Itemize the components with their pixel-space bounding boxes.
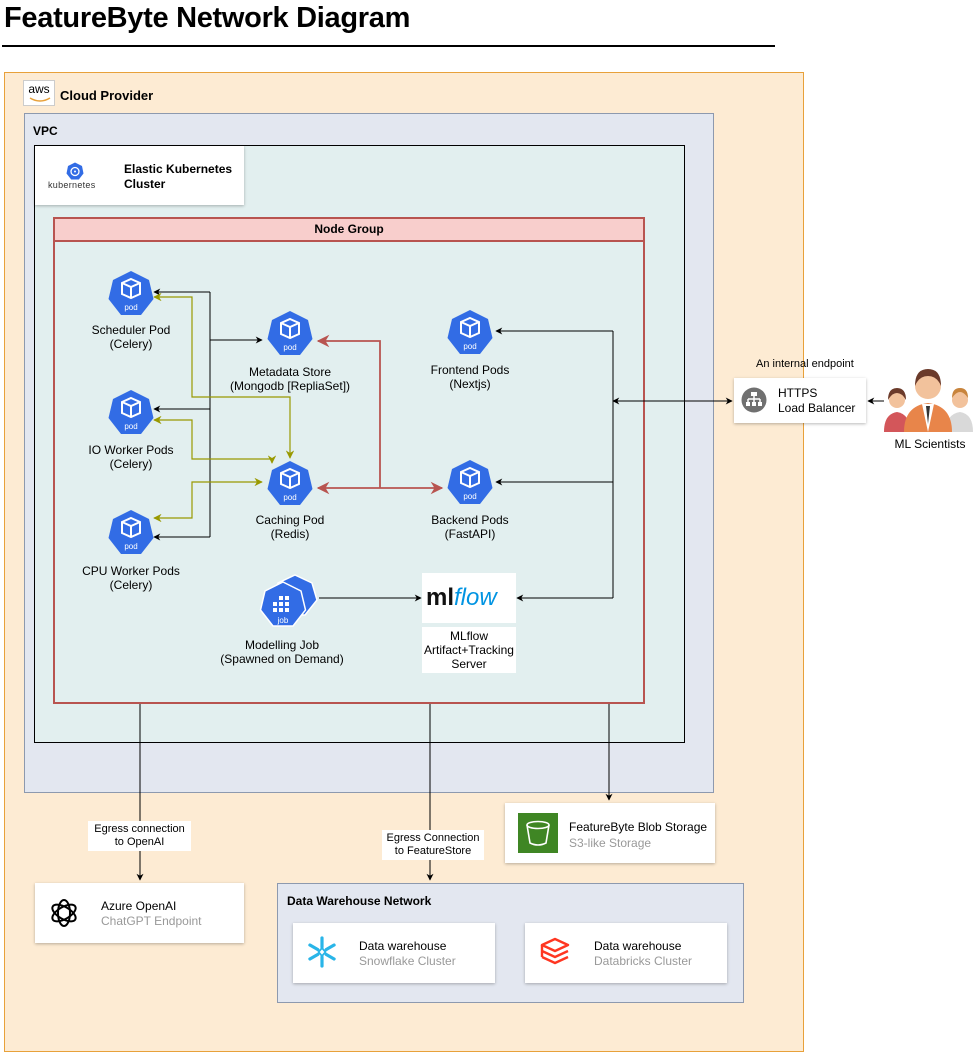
mlflow-logo-ml: ml	[426, 584, 455, 611]
caching-pod-label: Caching Pod (Redis)	[230, 513, 350, 541]
svg-text:pod: pod	[283, 493, 296, 502]
scheduler-pod-tech: (Celery)	[109, 337, 153, 351]
mlflow-label: MLflow Artifact+Tracking Server	[422, 627, 516, 673]
svg-text:pod: pod	[463, 342, 476, 351]
mlflow-logo-text: mlflow	[426, 585, 497, 611]
backend-pods-name: Backend Pods	[431, 513, 509, 527]
eks-title-card[interactable]: kubernetes Elastic Kubernetes Cluster	[35, 146, 244, 205]
caching-pod-tech: (Redis)	[270, 527, 310, 541]
egress-featurestore-line2: to FeatureStore	[394, 845, 472, 857]
caching-pod-icon: pod	[267, 461, 313, 505]
load-balancer-note: An internal endpoint	[756, 358, 854, 370]
metadata-store-pod-icon: pod	[267, 311, 313, 355]
load-balancer-line1: HTTPS	[778, 386, 818, 400]
modelling-job-label: Modelling Job (Spawned on Demand)	[212, 638, 352, 666]
frontend-pods-label: Frontend Pods (Nextjs)	[410, 363, 530, 391]
metadata-store-name: Metadata Store	[248, 365, 332, 379]
eks-title-line1: Elastic Kubernetes	[124, 162, 233, 176]
backend-data-links	[316, 334, 444, 495]
load-balancer-links	[319, 327, 884, 602]
svg-text:pod: pod	[124, 422, 137, 431]
vpc-label: VPC	[33, 124, 58, 138]
metadata-store-label: Metadata Store (Mongodb [RepliaSet])	[215, 365, 365, 393]
azure-openai-card[interactable]: Azure OpenAI ChatGPT Endpoint	[35, 883, 244, 943]
svg-text:pod: pod	[463, 492, 476, 501]
egress-featurestore-label: Egress Connection to FeatureStore	[382, 830, 484, 860]
blob-storage-subtitle: S3-like Storage	[569, 836, 652, 850]
databricks-subtitle: Databricks Cluster	[594, 954, 693, 968]
ml-scientists-icon	[884, 369, 973, 432]
svg-text:pod: pod	[124, 542, 137, 551]
scheduler-pod-label: Scheduler Pod (Celery)	[71, 323, 191, 351]
snowflake-card[interactable]: Data warehouse Snowflake Cluster	[293, 923, 495, 983]
databricks-title: Data warehouse	[594, 939, 682, 953]
ml-scientists-label: ML Scientists	[894, 437, 966, 451]
io-worker-pod-tech: (Celery)	[109, 457, 153, 471]
azure-openai-title: Azure OpenAI	[101, 899, 177, 913]
mlflow-logo-flow: flow	[454, 584, 497, 611]
scheduler-pod-icon: pod	[108, 271, 154, 315]
egress-openai-line1: Egress connection	[94, 823, 185, 835]
mlflow-logo[interactable]: mlflow	[422, 573, 516, 623]
snowflake-subtitle: Snowflake Cluster	[359, 954, 456, 968]
aws-smile-icon	[29, 97, 51, 102]
snowflake-title: Data warehouse	[359, 939, 447, 953]
backend-pods-label: Backend Pods (FastAPI)	[410, 513, 530, 541]
frontend-pods-tech: (Nextjs)	[449, 377, 491, 391]
title-underline	[2, 45, 775, 47]
io-worker-pod-icon: pod	[108, 390, 154, 434]
s3-bucket-icon	[518, 813, 558, 853]
eks-cluster-group[interactable]	[34, 145, 685, 743]
cloud-provider-label: Cloud Provider	[60, 88, 154, 103]
frontend-pods-name: Frontend Pods	[430, 363, 510, 377]
azure-openai-subtitle: ChatGPT Endpoint	[101, 914, 202, 928]
backend-pods-tech: (FastAPI)	[444, 527, 496, 541]
node-group-header: Node Group	[53, 217, 645, 242]
egress-featurestore-line1: Egress Connection	[386, 832, 480, 844]
backend-pod-icon: pod	[447, 460, 493, 504]
svg-text:pod: pod	[124, 303, 137, 312]
eks-title-line2: Cluster	[124, 177, 166, 191]
svg-text:job: job	[277, 616, 289, 625]
scheduler-pod-name: Scheduler Pod	[91, 323, 171, 337]
load-balancer-icon	[741, 387, 767, 413]
openai-icon	[51, 899, 77, 927]
worker-caching-links	[153, 292, 295, 523]
aws-logo-text: aws	[28, 82, 50, 96]
io-worker-pod-label: IO Worker Pods (Celery)	[71, 443, 191, 471]
modelling-job-tech: (Spawned on Demand)	[220, 652, 344, 666]
svg-text:pod: pod	[283, 343, 296, 352]
frontend-pod-icon: pod	[447, 310, 493, 354]
page-title: FeatureByte Network Diagram	[4, 2, 411, 34]
egress-openai-line2: to OpenAI	[114, 836, 165, 848]
load-balancer-line2: Load Balancer	[778, 401, 856, 415]
blob-storage-title: FeatureByte Blob Storage	[569, 820, 708, 834]
cpu-worker-pod-icon: pod	[108, 510, 154, 554]
kubernetes-logo-text: kubernetes	[48, 180, 96, 190]
modelling-job-name: Modelling Job	[244, 638, 320, 652]
snowflake-icon	[308, 936, 336, 968]
databricks-icon	[540, 937, 570, 965]
egress-openai-label: Egress connection to OpenAI	[88, 821, 191, 851]
mlflow-desc-line3: Server	[451, 657, 487, 671]
cpu-worker-pod-tech: (Celery)	[109, 578, 153, 592]
modelling-job-icon: job	[259, 574, 318, 627]
cpu-worker-pod-label: CPU Worker Pods (Celery)	[71, 564, 191, 592]
aws-icon: aws	[23, 80, 55, 106]
blob-storage-card[interactable]: FeatureByte Blob Storage S3-like Storage	[505, 803, 715, 863]
mlflow-desc-line2: Artifact+Tracking	[424, 643, 514, 657]
data-warehouse-network-label: Data Warehouse Network	[287, 894, 432, 908]
metadata-store-tech: (Mongodb [RepliaSet])	[229, 379, 351, 393]
kubernetes-helm-icon	[66, 162, 84, 180]
caching-pod-name: Caching Pod	[255, 513, 325, 527]
cpu-worker-pod-name: CPU Worker Pods	[82, 564, 180, 578]
io-worker-pod-name: IO Worker Pods	[88, 443, 174, 457]
databricks-card[interactable]: Data warehouse Databricks Cluster	[525, 923, 727, 983]
mlflow-name: MLflow	[449, 629, 488, 643]
load-balancer-card[interactable]: HTTPS Load Balancer	[734, 378, 866, 423]
